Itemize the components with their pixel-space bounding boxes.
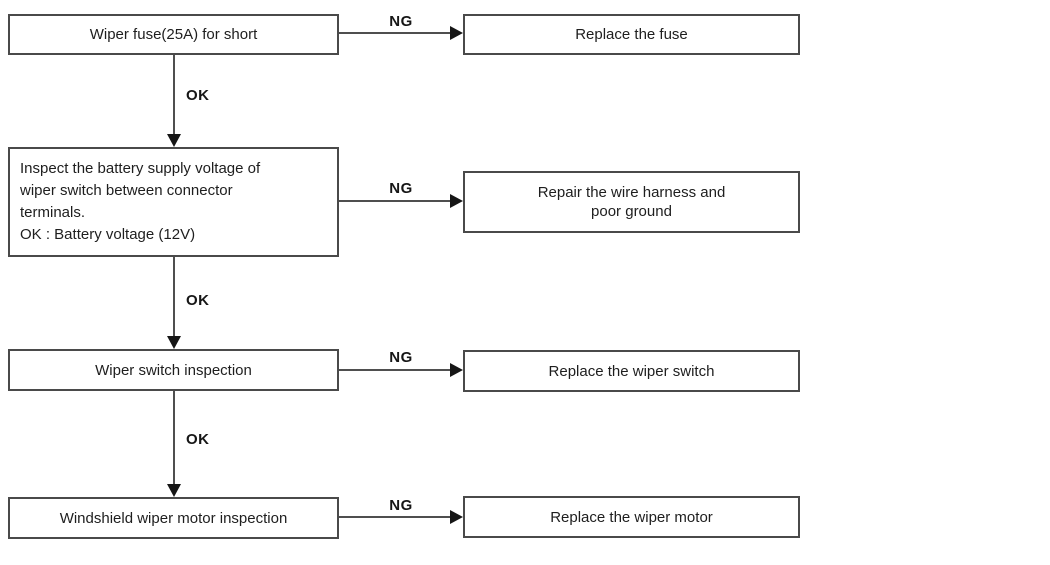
ng-label-3: NG xyxy=(389,349,413,366)
check-box-battery-line-3: terminals. xyxy=(20,204,86,221)
arrow-down-icon-3 xyxy=(167,484,181,497)
ng-connector-line-2 xyxy=(339,200,452,202)
ng-connector-line-3 xyxy=(339,369,452,371)
ng-connector-line-1 xyxy=(339,32,452,34)
action-box-replace-wiper-motor-label: Replace the wiper motor xyxy=(550,508,713,526)
action-box-repair-wire-harness-label: Repair the wire harness and poor ground xyxy=(538,183,726,221)
ok-label-1: OK xyxy=(186,87,210,104)
check-box-wiper-motor-label: Windshield wiper motor inspection xyxy=(59,509,288,527)
check-box-battery-line-4: OK : Battery voltage (12V) xyxy=(20,226,196,243)
check-box-wiper-switch-inspection: Wiper switch inspection xyxy=(8,349,339,391)
action-box-repair-wire-harness: Repair the wire harness and poor ground xyxy=(463,171,800,233)
action-repair-line-1: Repair the wire harness and xyxy=(537,184,726,201)
action-box-replace-fuse-label: Replace the fuse xyxy=(575,26,688,43)
ok-label-3: OK xyxy=(186,431,210,448)
ok-connector-line-3 xyxy=(173,391,175,486)
ng-label-2: NG xyxy=(389,180,413,197)
arrow-down-icon-1 xyxy=(167,134,181,147)
arrow-right-icon-1 xyxy=(450,26,463,40)
ok-connector-line-2 xyxy=(173,257,175,338)
check-box-wiper-fuse: Wiper fuse(25A) for short xyxy=(8,14,339,55)
arrow-right-icon-3 xyxy=(450,363,463,377)
ng-connector-line-4 xyxy=(339,516,452,518)
ng-label-1: NG xyxy=(389,13,413,30)
check-box-wiper-fuse-label: Wiper fuse(25A) for short xyxy=(89,26,258,43)
ok-connector-line-1 xyxy=(173,55,175,136)
action-box-replace-wiper-motor: Replace the wiper motor xyxy=(463,496,800,538)
arrow-down-icon-2 xyxy=(167,336,181,349)
check-box-wiper-motor-inspection: Windshield wiper motor inspection xyxy=(8,497,339,539)
check-box-battery-supply-voltage: Inspect the battery supply voltage of wi… xyxy=(8,147,339,257)
check-box-battery-line-1: Inspect the battery supply voltage of xyxy=(20,160,261,177)
arrow-right-icon-4 xyxy=(450,510,463,524)
action-box-replace-fuse: Replace the fuse xyxy=(463,14,800,55)
ok-label-2: OK xyxy=(186,292,210,309)
arrow-right-icon-2 xyxy=(450,194,463,208)
ng-label-4: NG xyxy=(389,497,413,514)
action-repair-line-2: poor ground xyxy=(591,203,672,220)
action-box-replace-wiper-switch-label: Replace the wiper switch xyxy=(548,362,715,380)
check-box-battery-line-2: wiper switch between connector xyxy=(20,182,233,199)
check-box-wiper-switch-label: Wiper switch inspection xyxy=(95,361,252,379)
action-box-replace-wiper-switch: Replace the wiper switch xyxy=(463,350,800,392)
